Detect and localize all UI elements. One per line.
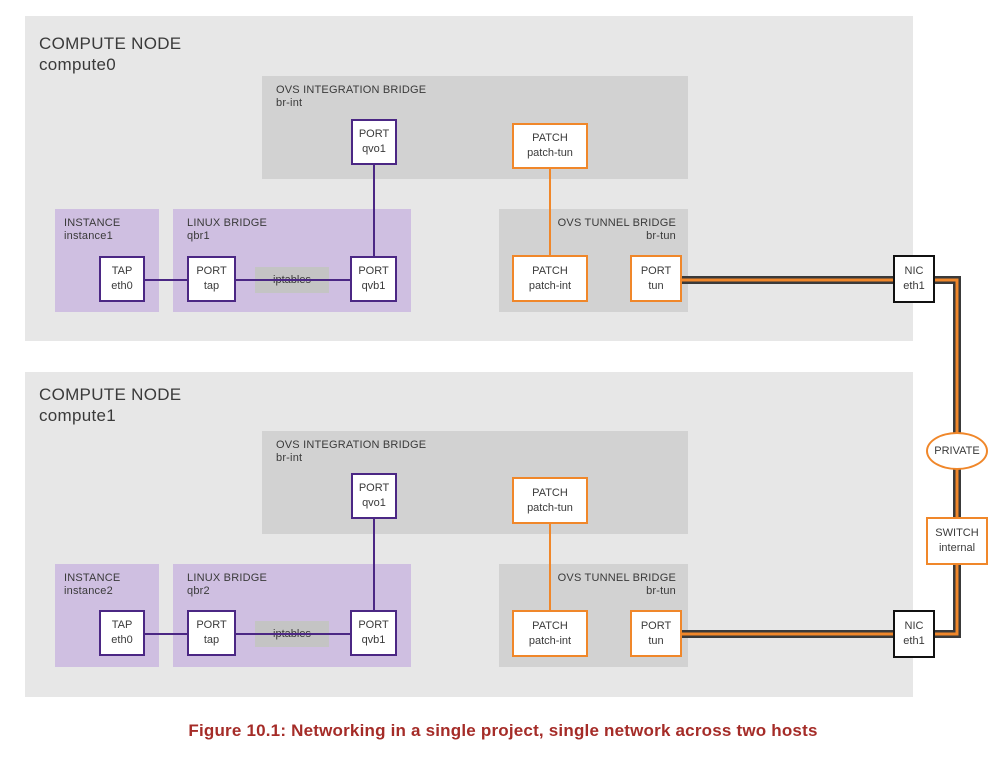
- switch-label: SWITCH: [935, 527, 979, 539]
- node-0-port-tun-label: PORT: [640, 264, 672, 277]
- node-0-patch-tun-label: PATCH: [532, 132, 568, 144]
- node-1-tap-label: TAP: [111, 619, 133, 631]
- node-1-port-tap-name: tap: [203, 634, 220, 646]
- node-1-port-tun-label: PORT: [640, 619, 672, 632]
- node-0-port-qvo1-label: PORT: [358, 128, 390, 140]
- private-network: PRIVATE: [926, 432, 988, 470]
- node-1-port-qvo1: PORT qvo1: [351, 473, 397, 519]
- tunnel-links: [682, 276, 961, 638]
- node-1-name: compute1: [39, 406, 117, 425]
- node-0-port-tun: PORT tun: [630, 255, 682, 302]
- node-0-port-qvo1: PORT qvo1: [351, 119, 397, 165]
- node-0-patch-int-name: patch-int: [528, 279, 572, 292]
- node-0-linux-bridge-label: LINUX BRIDGE qbr1: [187, 217, 267, 243]
- node-1-port-qvb1-label: PORT: [358, 619, 389, 631]
- node-0-tunnel-bridge-name: br-tun: [646, 230, 676, 242]
- node-1-integration-bridge-title: OVS INTEGRATION BRIDGE: [276, 439, 427, 451]
- node-0-instance-label: INSTANCE instance1: [64, 217, 120, 243]
- node-0-tunnel-bridge-title: OVS TUNNEL BRIDGE: [557, 217, 676, 229]
- node-0-port-tun-name: tun: [648, 279, 664, 292]
- figure-caption: Figure 10.1: Networking in a single proj…: [188, 721, 818, 740]
- node-0-patch-int: PATCH patch-int: [512, 255, 588, 302]
- node-0-tap-eth0: TAP eth0: [99, 256, 145, 302]
- node-1-instance-name: instance2: [64, 585, 113, 597]
- node-1-tap-eth0: TAP eth0: [99, 610, 145, 656]
- node-1-port-qvb1: PORT qvb1: [350, 610, 397, 656]
- node-1-title: COMPUTE NODE compute1: [39, 384, 181, 426]
- node-1-integration-bridge-label: OVS INTEGRATION BRIDGE br-int: [276, 439, 426, 465]
- node-1-patch-int-name: patch-int: [528, 634, 572, 647]
- node-1-instance-label: INSTANCE instance2: [64, 572, 120, 598]
- node-0-port-tap: PORT tap: [187, 256, 236, 302]
- node-0-patch-int-label: PATCH: [532, 264, 568, 277]
- node-0-nic-name: eth1: [903, 280, 925, 292]
- node-0-port-tap-label: PORT: [196, 265, 227, 277]
- node-0-port-qvo1-name: qvo1: [362, 143, 386, 155]
- node-1-port-qvo1-label: PORT: [358, 482, 390, 494]
- node-1-linux-bridge-label: LINUX BRIDGE qbr2: [187, 572, 267, 598]
- node-1-linux-bridge-name: qbr2: [187, 585, 210, 597]
- node-0-integration-bridge: [262, 76, 688, 179]
- switch-internal: SWITCH internal: [926, 517, 988, 565]
- node-0-tunnel-bridge-label: OVS TUNNEL BRIDGE br-tun: [520, 217, 676, 243]
- node-0-tap-label: TAP: [111, 265, 133, 277]
- node-1-linux-bridge-title: LINUX BRIDGE: [187, 572, 268, 584]
- node-1-tunnel-bridge-label: OVS TUNNEL BRIDGE br-tun: [520, 572, 676, 598]
- switch-name: internal: [938, 542, 976, 554]
- node-1-tap-name: eth0: [111, 634, 133, 646]
- node-0-title: COMPUTE NODE compute0: [39, 33, 181, 75]
- node-0-port-tap-name: tap: [203, 280, 220, 292]
- node-0-integration-bridge-title: OVS INTEGRATION BRIDGE: [276, 84, 427, 96]
- node-1-patch-int-label: PATCH: [532, 619, 568, 632]
- node-0-instance-name: instance1: [64, 230, 113, 242]
- node-1-patch-tun-label: PATCH: [532, 486, 568, 499]
- node-1-port-qvb1-name: qvb1: [361, 634, 386, 646]
- node-0-nic-eth1: NIC eth1: [893, 255, 935, 303]
- node-0-patch-tun: PATCH patch-tun: [512, 123, 588, 169]
- node-0-port-qvb1-label: PORT: [358, 265, 389, 277]
- node-0-patch-tun-name: patch-tun: [527, 147, 573, 159]
- node-1-patch-tun: PATCH patch-tun: [512, 477, 588, 524]
- node-1-nic-label: NIC: [904, 620, 924, 632]
- node-1-tunnel-bridge-name: br-tun: [646, 585, 676, 597]
- node-0-port-qvb1: PORT qvb1: [350, 256, 397, 302]
- node-0-nic-label: NIC: [904, 265, 924, 277]
- node-0-linux-bridge-name: qbr1: [187, 230, 210, 242]
- node-1-nic-eth1: NIC eth1: [893, 610, 935, 658]
- node-1-port-tun-name: tun: [648, 634, 664, 647]
- node-0-instance-title: INSTANCE: [64, 217, 121, 229]
- node-0-title-label: COMPUTE NODE: [39, 34, 182, 53]
- node-1-port-qvo1-name: qvo1: [362, 497, 386, 509]
- node-0-port-qvb1-name: qvb1: [361, 280, 386, 292]
- node-1-patch-int: PATCH patch-int: [512, 610, 588, 657]
- node-1-nic-name: eth1: [903, 635, 925, 647]
- node-1-tunnel-bridge-title: OVS TUNNEL BRIDGE: [557, 572, 676, 584]
- node-1-patch-tun-name: patch-tun: [527, 501, 573, 514]
- node-1-title-label: COMPUTE NODE: [39, 385, 182, 404]
- node-1-port-tap: PORT tap: [187, 610, 236, 656]
- node-0-integration-bridge-name: br-int: [276, 97, 303, 109]
- node-1-integration-bridge: [262, 431, 688, 534]
- node-0-linux-bridge-title: LINUX BRIDGE: [187, 217, 268, 229]
- node-0-integration-bridge-label: OVS INTEGRATION BRIDGE br-int: [276, 84, 426, 110]
- node-1-instance-title: INSTANCE: [64, 572, 121, 584]
- node-1-port-tap-label: PORT: [196, 619, 227, 631]
- node-1-port-tun: PORT tun: [630, 610, 682, 657]
- node-1-integration-bridge-name: br-int: [276, 452, 303, 464]
- node-0-name: compute0: [39, 55, 117, 74]
- node-0-tap-name: eth0: [111, 280, 133, 292]
